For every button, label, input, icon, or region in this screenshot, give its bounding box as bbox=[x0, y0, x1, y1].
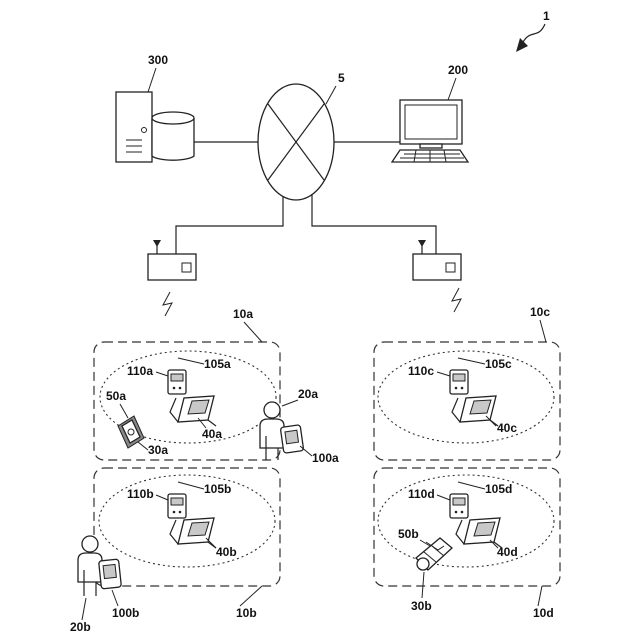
label-beacon-b: 110b bbox=[127, 487, 154, 501]
label-person-b: 20b bbox=[70, 620, 91, 634]
arrowhead-system bbox=[516, 38, 528, 52]
leader-zone-c bbox=[540, 320, 546, 342]
leader-unit-b bbox=[206, 538, 216, 548]
handheld-b-icon bbox=[99, 559, 122, 589]
link-network-gateway-right bbox=[312, 194, 436, 254]
leader-person-b bbox=[82, 598, 86, 620]
unit-a-icon bbox=[170, 396, 216, 426]
label-handheld-a: 100a bbox=[312, 451, 339, 465]
label-area-d: 105d bbox=[485, 482, 512, 496]
leader-device-b bbox=[420, 540, 430, 546]
leader-device-a bbox=[120, 404, 128, 418]
leader-sensor-b bbox=[422, 572, 424, 598]
leader-area-a bbox=[178, 358, 204, 364]
leader-terminal bbox=[448, 78, 456, 100]
label-beacon-c: 110c bbox=[408, 364, 434, 378]
leader-beacon-a bbox=[156, 372, 168, 376]
unit-d-icon bbox=[456, 518, 502, 548]
label-beacon-a: 110a bbox=[127, 364, 153, 378]
wireless-left-icon bbox=[163, 292, 172, 316]
label-device-b: 50b bbox=[398, 527, 419, 541]
area-d bbox=[378, 475, 554, 567]
beacon-c-icon bbox=[450, 370, 468, 394]
label-unit-a: 40a bbox=[202, 427, 222, 441]
label-sensor-a: 30a bbox=[148, 443, 168, 457]
network-icon bbox=[258, 84, 334, 200]
leader-beacon-c bbox=[437, 372, 450, 376]
label-sensor-b: 30b bbox=[411, 599, 432, 613]
label-zone-b: 10b bbox=[236, 606, 257, 620]
label-network: 5 bbox=[338, 71, 345, 85]
label-device-a: 50a bbox=[106, 389, 126, 403]
label-system: 1 bbox=[543, 9, 550, 23]
beacon-d-icon bbox=[450, 494, 468, 518]
leader-zone-b bbox=[240, 586, 262, 606]
leader-beacon-b bbox=[156, 495, 168, 500]
leader-sensor-a bbox=[138, 442, 148, 450]
leader-area-d bbox=[458, 482, 485, 489]
label-terminal: 200 bbox=[448, 63, 468, 77]
label-zone-d: 10d bbox=[533, 606, 554, 620]
gateway-right-icon bbox=[413, 240, 461, 280]
label-zone-c: 10c bbox=[530, 305, 550, 319]
beacon-b-icon bbox=[168, 494, 186, 518]
link-network-gateway-left bbox=[176, 196, 283, 254]
label-person-a: 20a bbox=[298, 387, 318, 401]
label-server: 300 bbox=[148, 53, 168, 67]
device-b-icon bbox=[416, 538, 452, 570]
label-area-b: 105b bbox=[204, 482, 231, 496]
leader-beacon-d bbox=[437, 495, 450, 500]
label-beacon-d: 110d bbox=[408, 487, 435, 501]
label-unit-b: 40b bbox=[216, 545, 237, 559]
leader-person-a bbox=[282, 400, 298, 406]
label-handheld-b: 100b bbox=[112, 606, 139, 620]
area-c bbox=[378, 351, 554, 443]
leader-system bbox=[522, 24, 545, 44]
leader-network bbox=[326, 86, 336, 104]
leader-handheld-b bbox=[112, 590, 118, 606]
label-zone-a: 10a bbox=[233, 307, 253, 321]
terminal-icon bbox=[392, 100, 468, 162]
label-area-a: 105a bbox=[204, 357, 231, 371]
leader-area-b bbox=[178, 482, 204, 489]
label-area-c: 105c bbox=[485, 357, 512, 371]
leader-area-c bbox=[458, 358, 485, 364]
leader-zone-a bbox=[244, 322, 262, 342]
handheld-a-icon bbox=[280, 425, 303, 454]
leader-zone-d bbox=[538, 586, 542, 606]
label-unit-d: 40d bbox=[497, 545, 518, 559]
beacon-a-icon bbox=[168, 370, 186, 394]
wireless-right-icon bbox=[452, 288, 461, 312]
label-unit-c: 40c bbox=[497, 421, 517, 435]
person-b-icon bbox=[78, 536, 102, 596]
server-icon bbox=[116, 92, 194, 162]
leader-server bbox=[148, 68, 156, 92]
gateway-left-icon bbox=[148, 240, 196, 280]
unit-b-icon bbox=[170, 518, 216, 548]
